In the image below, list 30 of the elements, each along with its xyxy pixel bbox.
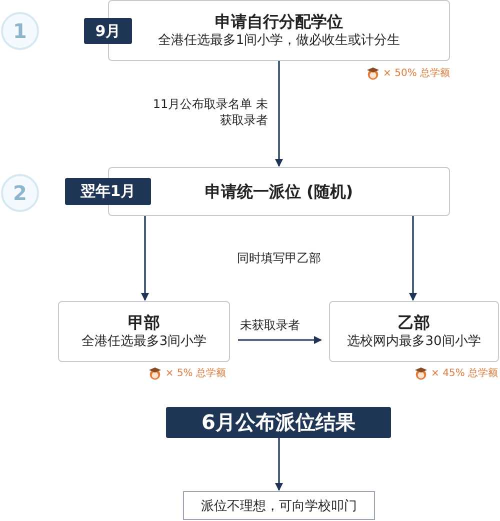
process-box — [58, 301, 230, 362]
quota-note: × 50% 总学额 — [383, 66, 450, 80]
box-heading: 申请自行分配学位 — [215, 12, 343, 32]
box-label: 派位不理想，可向学校叩门 — [201, 498, 357, 514]
quota-note: × 5% 总学额 — [165, 366, 226, 380]
arrow — [141, 216, 149, 301]
box-description: 全港任选最多3间小学 — [81, 332, 207, 350]
box-description: 全港任选最多1间小学，做必收生或计分生 — [158, 32, 400, 50]
quota-note: × 45% 总学额 — [431, 366, 498, 380]
note-box — [183, 491, 375, 520]
date-tag — [65, 178, 151, 205]
step-number-circle — [1, 174, 39, 212]
process-box — [329, 301, 499, 362]
box-heading: 甲部 — [128, 312, 160, 332]
box-label: 申请统一派位 (随机) — [204, 182, 354, 202]
box-label: 2 — [13, 181, 27, 205]
box-label: 9月 — [95, 22, 121, 40]
arrow — [275, 61, 283, 167]
box-label: 1 — [13, 19, 27, 43]
arrow — [409, 216, 417, 301]
box-label: 翌年1月 — [80, 182, 136, 201]
box-label: 6月公布派位结果 — [202, 409, 356, 436]
edge-label: 未获取录者 — [240, 317, 300, 333]
box-heading: 乙部 — [398, 312, 430, 332]
date-tag — [84, 18, 132, 44]
arrow — [238, 336, 322, 344]
step-number-circle — [1, 12, 39, 50]
result-banner — [166, 407, 391, 438]
arrow — [275, 438, 283, 491]
box-description: 选校网内最多30间小学 — [347, 332, 481, 350]
